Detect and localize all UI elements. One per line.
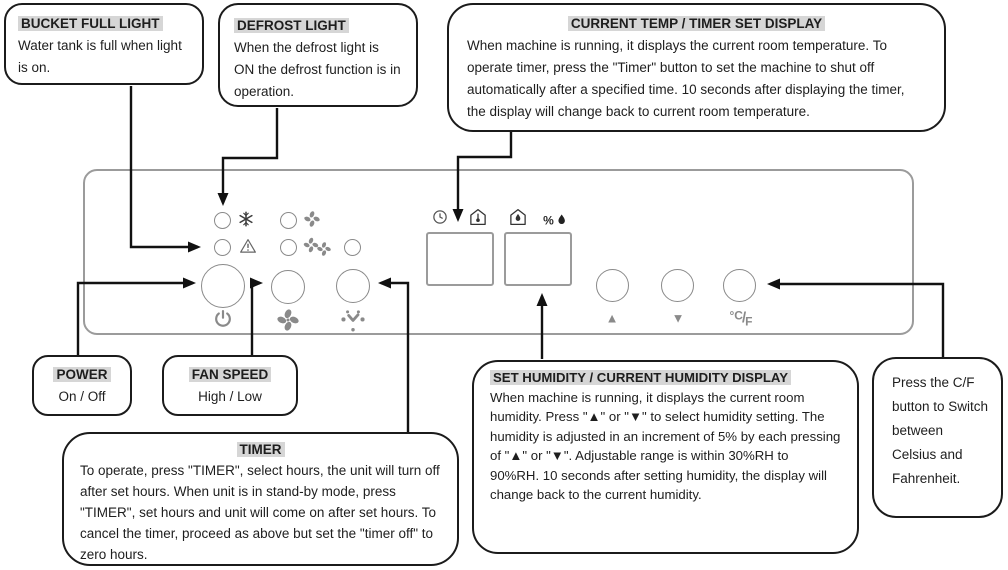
fan-icon [277, 309, 300, 332]
humidity-up-button [596, 269, 629, 302]
callout-bucket-full-light: BUCKET FULL LIGHT Water tank is full whe… [4, 3, 204, 85]
warning-triangle-icon [239, 237, 258, 255]
callout-set-humidity-display: SET HUMIDITY / CURRENT HUMIDITY DISPLAY … [472, 360, 859, 554]
house-thermometer-icon [469, 208, 487, 226]
timer-button [336, 269, 370, 303]
cf-icon: °C/F [729, 308, 753, 329]
clock-icon [432, 209, 448, 225]
callout-body: When the defrost light is ON the defrost… [234, 40, 401, 99]
snowflake-icon [237, 210, 255, 228]
timer-dots-icon [340, 307, 366, 333]
callout-body: When machine is running, it displays the… [467, 38, 905, 119]
callout-defrost-light: DEFROST LIGHT When the defrost light is … [218, 3, 418, 107]
humidity-display [504, 232, 572, 286]
callout-timer: TIMER To operate, press "TIMER", select … [62, 432, 459, 566]
callout-body: High / Low [198, 389, 262, 404]
fan-low-light [280, 212, 297, 229]
aux-light [344, 239, 361, 256]
callout-title: CURRENT TEMP / TIMER SET DISPLAY [467, 13, 926, 35]
fan-low-icon [304, 211, 321, 228]
fan-high-icon-2 [317, 242, 332, 257]
power-button [201, 264, 245, 308]
callout-title: BUCKET FULL LIGHT [18, 13, 190, 35]
fan-high-icon [303, 237, 319, 253]
callout-title: POWER [38, 364, 126, 386]
callout-current-temp-timer-display: CURRENT TEMP / TIMER SET DISPLAY When ma… [447, 3, 946, 132]
callout-body: Water tank is full when light is on. [18, 38, 182, 75]
callout-power: POWER On / Off [32, 355, 132, 416]
power-icon [213, 309, 233, 329]
house-droplet-icon [509, 208, 527, 226]
callout-body: To operate, press "TIMER", select hours,… [80, 463, 440, 562]
callout-title: FAN SPEED [168, 364, 292, 386]
down-triangle-icon: ▼ [671, 310, 685, 326]
callout-fan-speed: FAN SPEED High / Low [162, 355, 298, 416]
callout-title: TIMER [80, 439, 441, 460]
up-triangle-icon: ▲ [605, 310, 619, 326]
humidity-down-button [661, 269, 694, 302]
fan-speed-button [271, 270, 305, 304]
temp-timer-display [426, 232, 494, 286]
defrost-light [214, 212, 231, 229]
callout-celsius-fahrenheit: Press the C/F button to Switch between C… [872, 357, 1003, 518]
callout-body: When machine is running, it displays the… [490, 389, 841, 503]
control-panel [83, 169, 914, 335]
percent-droplet-icon: % [543, 214, 567, 227]
cf-button [723, 269, 756, 302]
bucket-full-light [214, 239, 231, 256]
callout-body: On / Off [58, 389, 106, 404]
callout-body: Press the C/F button to Switch between C… [892, 375, 989, 486]
fan-high-light [280, 239, 297, 256]
callout-title: DEFROST LIGHT [234, 15, 402, 37]
callout-title: SET HUMIDITY / CURRENT HUMIDITY DISPLAY [490, 368, 841, 388]
